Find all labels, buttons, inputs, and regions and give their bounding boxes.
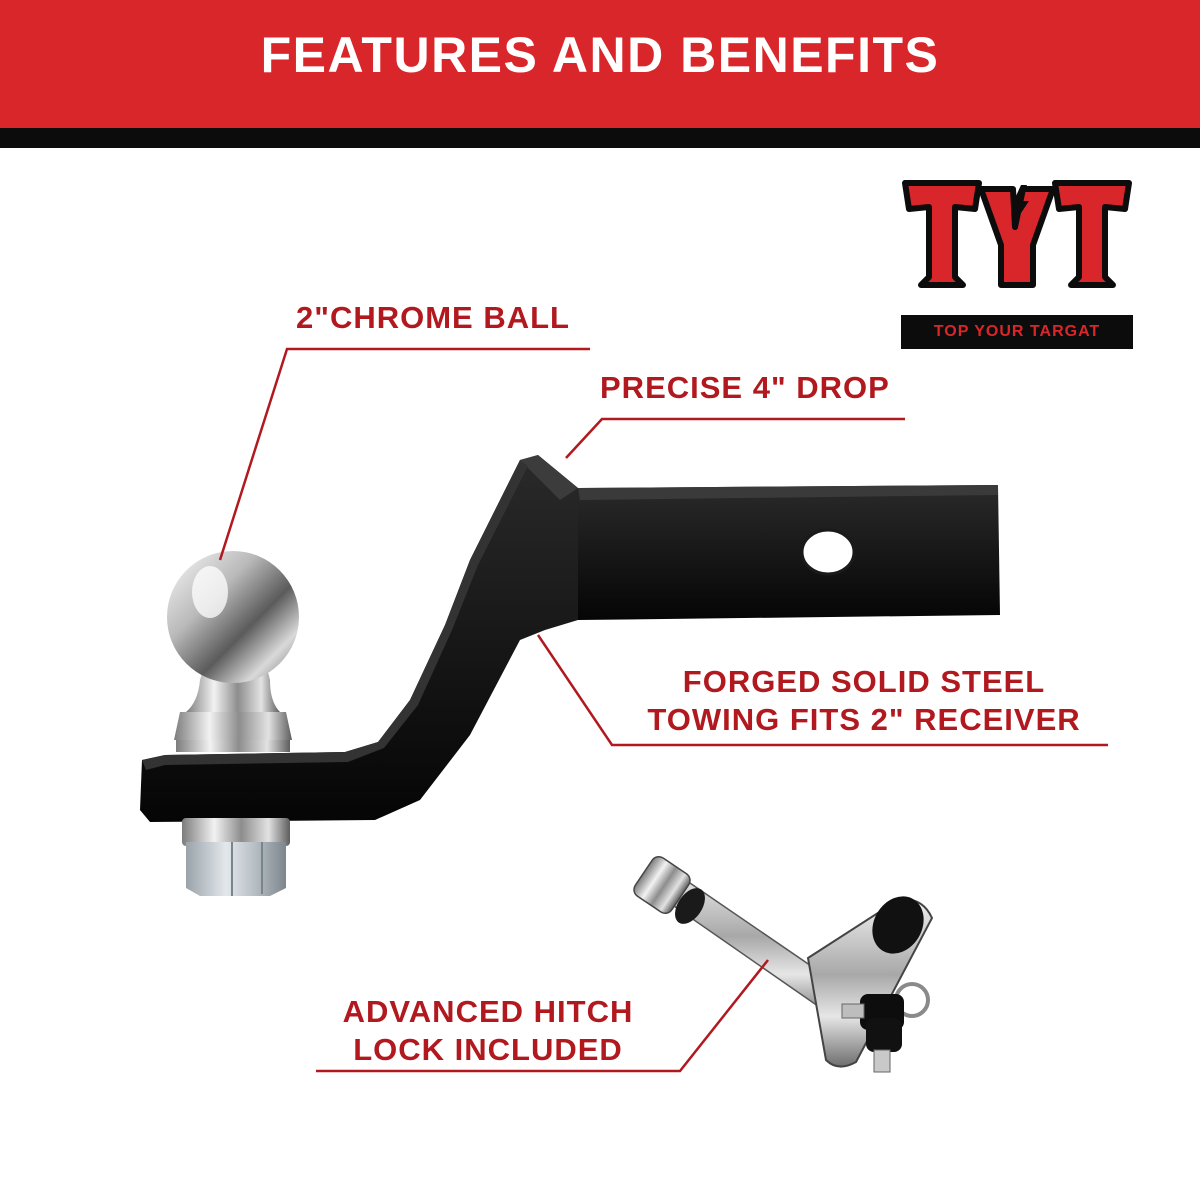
pin-hole — [802, 530, 854, 574]
leader-hitch-lock — [316, 959, 769, 1073]
chrome-ball — [167, 551, 299, 752]
callout-hitch-lock-line1: ADVANCED HITCH — [342, 994, 634, 1029]
lock-keys — [841, 982, 930, 1073]
callout-forged-steel-line2: TOWING FITS 2" RECEIVER — [647, 702, 1081, 737]
logo-lettermark-icon — [902, 180, 1132, 288]
callout-drop: PRECISE 4" DROP — [600, 370, 890, 405]
ball-mount-shank — [578, 485, 1000, 620]
bolt-icon — [1011, 185, 1029, 225]
hex-nut — [182, 818, 290, 896]
header-banner: FEATURES AND BENEFITS — [0, 0, 1200, 128]
leader-chrome-ball — [218, 347, 590, 561]
callout-forged-steel-line1: FORGED SOLID STEEL — [682, 664, 1046, 699]
leader-forged-steel — [536, 634, 1108, 747]
banner-divider — [0, 128, 1200, 148]
callout-chrome-ball: 2"CHROME BALL — [296, 300, 570, 335]
ball-mount-riser — [140, 455, 578, 822]
hitch-lock-pin — [633, 855, 934, 1068]
leader-drop — [565, 417, 905, 459]
leader-lines — [218, 347, 1108, 1073]
logo-tagline: TOP YOUR TARGAT — [901, 315, 1133, 349]
brand-logo: TOP YOUR TARGAT — [897, 173, 1137, 351]
banner-title: FEATURES AND BENEFITS — [260, 27, 940, 83]
callout-hitch-lock-line2: LOCK INCLUDED — [353, 1032, 623, 1067]
